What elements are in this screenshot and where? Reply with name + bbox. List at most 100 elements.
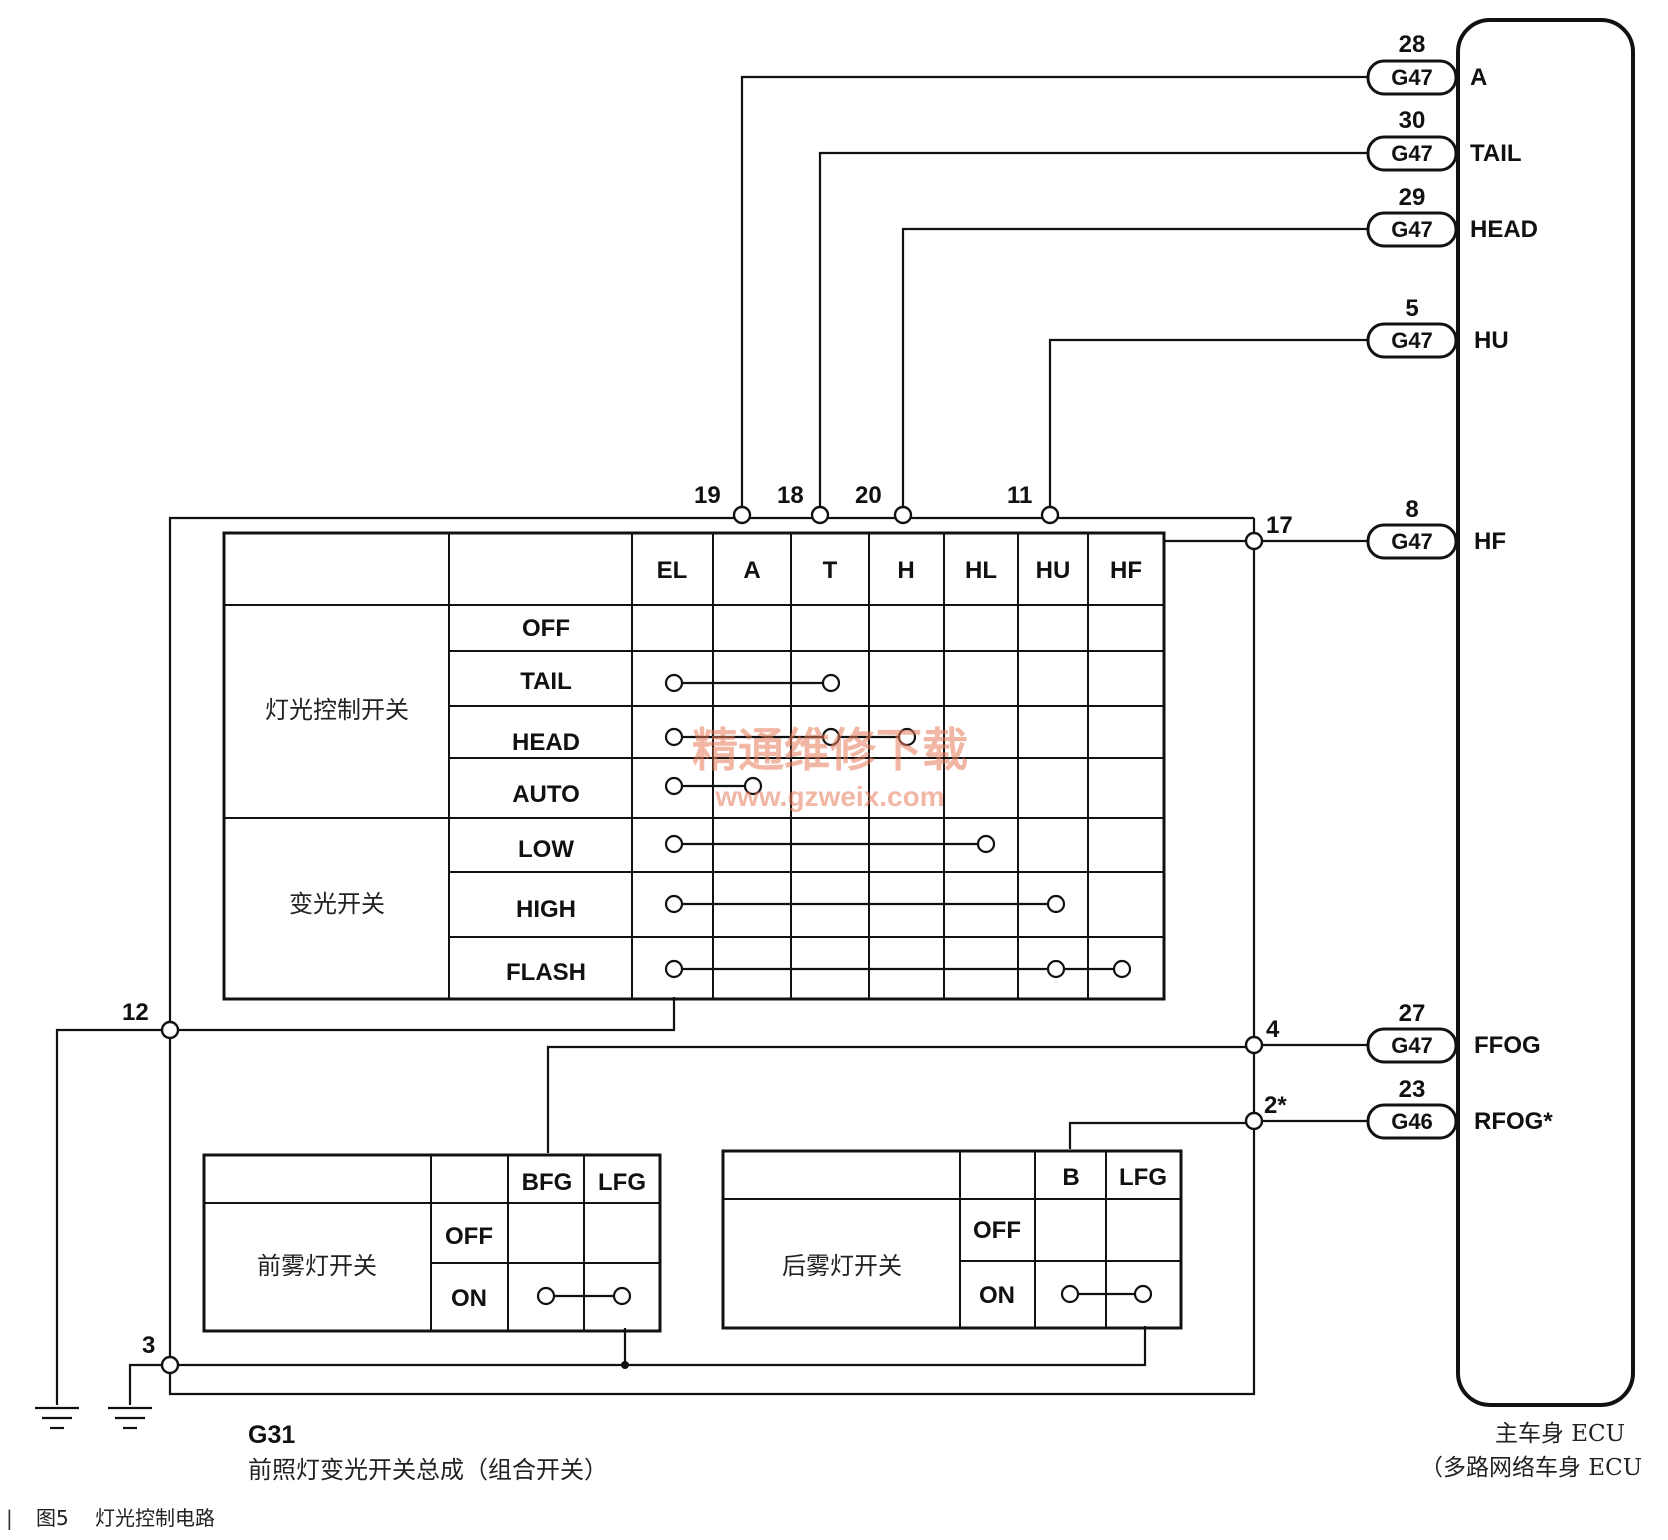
connector-code: G47 [1391,217,1433,242]
front-fog-label: 前雾灯开关 [257,1252,377,1280]
watermark-url: www.gzweix.com [714,781,944,812]
main-table-contacts [664,673,1132,979]
column-header: HF [1110,557,1142,584]
ecu-pin-number: 5 [1405,295,1418,322]
ecu-box [1456,18,1635,1407]
connector-code: G47 [1391,529,1433,554]
pin-label-4: 4 [1266,1016,1280,1043]
terminal-11 [1040,505,1060,525]
pin-label-2: 2* [1264,1092,1287,1119]
column-header: HU [1036,557,1071,584]
ecu-name-sub: （多路网络车身 ECU [1420,1455,1642,1481]
front-fog-contacts [536,1286,632,1306]
terminal-18 [810,505,830,525]
pin-label-19: 19 [694,482,721,509]
row-label: HEAD [512,729,580,756]
junction-dot [621,1361,629,1369]
row-label: TAIL [520,668,572,695]
caption-marker: | [6,1506,13,1530]
ecu-pin-number: 29 [1399,184,1426,211]
wire-12-el [170,997,676,1032]
connector-pills [1366,59,1458,1140]
terminal-2 [1244,1111,1264,1131]
group-label-dimmer: 变光开关 [289,890,385,918]
rear-fog-col-b: B [1062,1164,1079,1191]
connector-code: G46 [1391,1109,1433,1134]
column-header: A [743,557,760,584]
rear-fog-row-off: OFF [973,1217,1021,1244]
wire-hu [1048,338,1368,515]
wires [55,75,1368,1405]
pin-label-11: 11 [1007,482,1032,509]
column-header: HL [965,557,997,584]
terminal-20 [893,505,913,525]
watermark-title: 精通维修下载 [692,723,968,777]
wire-ground-3 [128,1363,170,1405]
terminal-19 [732,505,752,525]
rear-fog-label: 后雾灯开关 [782,1252,902,1280]
terminal-3 [160,1355,180,1375]
ecu-name: 主车身 ECU [1495,1421,1625,1447]
front-fog-col-lfg: LFG [598,1169,646,1196]
wire-3-bus [170,1326,1147,1367]
connector-code: G47 [1391,1033,1433,1058]
rear-fog-row-on: ON [979,1282,1015,1309]
watermark: 精通维修下载 www.gzweix.com [692,723,968,812]
wire-tail [818,151,1368,515]
pin-label-12: 12 [122,999,149,1026]
ecu-pin-number: 30 [1399,107,1426,134]
row-label: HIGH [516,896,576,923]
connector-code: G47 [1391,65,1433,90]
terminal-4 [1244,1035,1264,1055]
switch-name: 前照灯变光开关总成（组合开关） [248,1456,608,1484]
rear-fog-contacts [1060,1284,1153,1304]
row-label: AUTO [512,781,580,808]
connector-code: G47 [1391,328,1433,353]
pin-label-3: 3 [142,1332,155,1359]
rear-fog-col-lfg: LFG [1119,1164,1167,1191]
front-fog-row-off: OFF [445,1223,493,1250]
wire-head [901,227,1368,515]
wire-a [740,75,1368,515]
group-label-light-control: 灯光控制开关 [265,696,409,724]
connector-code: G47 [1391,141,1433,166]
front-fog-row-on: ON [451,1285,487,1312]
wire-2-b [1068,1121,1254,1149]
row-label: OFF [522,615,570,642]
row-label: LOW [518,836,574,863]
column-header: EL [657,557,688,584]
front-fog-table [202,1153,662,1333]
front-fog-col-bfg: BFG [522,1169,573,1196]
ecu-signal-label: HEAD [1470,216,1538,243]
caption-figure: 图5 [36,1506,69,1530]
ecu-signal-label: TAIL [1470,140,1522,167]
ecu-pin-number: 8 [1405,496,1418,523]
ecu-signal-label: RFOG* [1474,1108,1553,1135]
ecu-signal-label: A [1470,64,1487,91]
rear-fog-table [721,1149,1183,1330]
ecu-signal-label: HU [1474,327,1509,354]
ecu-pin-number: 28 [1399,31,1426,58]
main-switch-table [222,531,1166,1001]
ecu-signal-label: HF [1474,528,1506,555]
column-header: T [823,557,838,584]
terminal-12 [160,1020,180,1040]
pin-label-18: 18 [777,482,804,509]
column-header: H [897,557,914,584]
caption-title: 灯光控制电路 [95,1506,215,1530]
pin-label-17: 17 [1266,512,1293,539]
wire-top-rail [168,516,1254,1030]
wire-right-rail [168,518,1256,1396]
ecu-pin-number: 27 [1399,1000,1426,1027]
switch-code: G31 [248,1421,295,1449]
row-label: FLASH [506,959,586,986]
terminal-17 [1244,531,1264,551]
wire-ground-12 [55,1028,170,1405]
wire-4-bfg [546,1045,1254,1153]
ground-symbol-right [108,1406,152,1430]
ecu-signal-label: FFOG [1474,1032,1541,1059]
ground-symbol-left [35,1406,79,1430]
ecu-pin-number: 23 [1399,1076,1426,1103]
pin-label-20: 20 [855,482,882,509]
